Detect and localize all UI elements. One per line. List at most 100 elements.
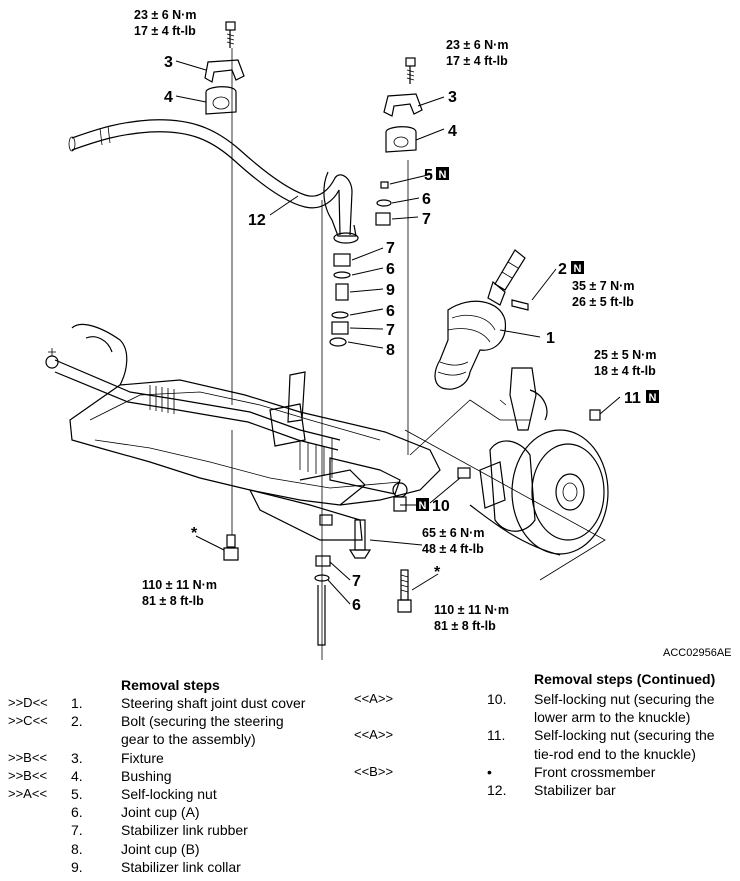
stabilizer-bar-drawing (68, 119, 359, 244)
callout-1: 1 (546, 330, 555, 347)
callout-9: 9 (386, 282, 395, 299)
n-badge-5: N (436, 167, 449, 181)
svg-text:N: N (419, 500, 427, 512)
step-number: 3. (71, 749, 83, 766)
step-text: gear to the assembly) (121, 731, 256, 748)
torque-specs: 23 ± 6 N·m 17 ± 4 ft-lb 23 ± 6 N·m 17 ± … (134, 8, 656, 633)
callout-7-top: 7 (422, 211, 431, 228)
step-number: 7. (71, 822, 83, 839)
step-number: 4. (71, 767, 83, 784)
torque-2-ftlb: 17 ± 4 ft-lb (446, 54, 508, 68)
callout-7-a: 7 (386, 240, 395, 257)
step-text: Front crossmember (534, 763, 656, 780)
callout-3-left: 3 (164, 54, 173, 71)
callout-6-bottom: 6 (352, 597, 361, 614)
torque-4-ftlb: 18 ± 4 ft-lb (594, 364, 656, 378)
torque-1-nm: 23 ± 6 N·m (134, 8, 196, 22)
torque-7-ftlb: 81 ± 8 ft-lb (434, 619, 496, 633)
callout-3-right: 3 (448, 89, 457, 106)
step-number: 6. (71, 804, 83, 821)
step-text: Fixture (121, 749, 164, 766)
step-number: 8. (71, 840, 83, 857)
step-text: Steering shaft joint dust cover (121, 695, 306, 711)
exploded-suspension-diagram: 3 4 12 3 4 5 6 7 7 6 9 6 7 8 2 1 11 10 7… (45, 8, 732, 660)
step-text: Stabilizer bar (534, 782, 616, 798)
removal-steps-title: Removal steps (121, 677, 220, 693)
figure-code: ACC02956AE (663, 647, 732, 659)
callout-7-b: 7 (386, 322, 395, 339)
crossmember-bolt-left-drawing (223, 534, 239, 561)
callout-10: 10 (432, 498, 450, 515)
callout-7-bottom: 7 (352, 573, 361, 590)
stabilizer-link-stack-drawing (329, 253, 351, 347)
torque-3-ftlb: 26 ± 5 ft-lb (572, 295, 634, 309)
step-mark: >>B<< (8, 749, 48, 765)
callout-4-left: 4 (164, 89, 173, 106)
step-text: Self-locking nut (securing the (534, 691, 715, 707)
torque-2-nm: 23 ± 6 N·m (446, 38, 508, 52)
asterisk-right: * (434, 564, 441, 581)
step-text: Stabilizer link rubber (121, 822, 248, 839)
right-fixture-bushing-drawing (375, 57, 423, 226)
step-text: Bolt (securing the steering (121, 713, 284, 730)
callouts: 3 4 12 3 4 5 6 7 7 6 9 6 7 8 2 1 11 10 7… (164, 54, 641, 614)
torque-4-nm: 25 ± 5 N·m (594, 348, 656, 362)
step-text: Self-locking nut (securing the (534, 727, 715, 744)
crossmember-bolt-right-drawing (397, 569, 412, 613)
n-badge-10: N (416, 498, 429, 512)
removal-steps-continued-title: Removal steps (Continued) (534, 671, 716, 687)
step-number: • (487, 763, 492, 780)
stabilizer-link-bottom-drawing (314, 200, 331, 660)
step-mark: >>C<< (8, 713, 48, 729)
step-text: Self-locking nut (121, 786, 217, 802)
step-text: Stabilizer link collar (121, 858, 241, 875)
callout-12: 12 (248, 212, 266, 229)
leader-lines (175, 60, 621, 605)
knuckle-hub-brake-drawing (457, 367, 609, 556)
svg-text:N: N (649, 392, 657, 404)
asterisk-left: * (191, 525, 198, 542)
n-badge-2: N (571, 261, 584, 275)
step-text: lower arm to the knuckle) (534, 709, 691, 726)
step-mark: <<B>> (354, 763, 394, 779)
callout-8: 8 (386, 342, 395, 359)
step-text: Joint cup (B) (121, 840, 200, 857)
svg-text:N: N (574, 263, 582, 275)
torque-3-nm: 35 ± 7 N·m (572, 279, 634, 293)
step-text: Bushing (121, 767, 172, 784)
step-mark: >>A<< (8, 786, 48, 801)
step-number: 1. (71, 695, 83, 711)
step-mark: >>D<< (8, 695, 48, 710)
steering-joint-and-dust-cover-drawing (434, 249, 529, 390)
callout-11: 11 (624, 390, 641, 407)
n-badge-11: N (646, 390, 659, 404)
step-number: 5. (71, 786, 83, 802)
callout-6-a: 6 (386, 261, 395, 278)
torque-6-nm: 110 ± 11 N·m (142, 578, 217, 592)
step-mark: <<A>> (354, 727, 394, 743)
callout-6-top: 6 (422, 191, 431, 208)
callout-5: 5 (424, 167, 433, 184)
step-number: 11. (487, 727, 506, 744)
removal-steps-right: Removal steps (Continued) <<A>> 10. Self-l… (354, 670, 738, 820)
torque-5-nm: 65 ± 6 N·m (422, 526, 484, 540)
torque-1-ftlb: 17 ± 4 ft-lb (134, 24, 196, 38)
step-mark: <<A>> (354, 691, 394, 706)
callout-4-right: 4 (448, 123, 457, 140)
callout-6-b: 6 (386, 303, 395, 320)
step-number: 2. (71, 713, 83, 730)
step-mark: >>B<< (8, 767, 48, 783)
crossmember-and-steering-gear-drawing (45, 323, 441, 559)
torque-5-ftlb: 48 ± 4 ft-lb (422, 542, 484, 556)
torque-6-ftlb: 81 ± 8 ft-lb (142, 594, 204, 608)
removal-steps-left: Removal steps >>D<< 1. Steering shaft join… (8, 676, 353, 881)
step-number: 10. (487, 691, 507, 707)
step-text: tie-rod end to the knuckle) (534, 745, 696, 762)
left-fixture-bushing-drawing (204, 21, 245, 115)
svg-text:N: N (439, 169, 447, 181)
torque-7-nm: 110 ± 11 N·m (434, 603, 509, 617)
step-number: 12. (487, 782, 507, 798)
callout-2: 2 (558, 261, 567, 278)
step-text: Joint cup (A) (121, 804, 200, 821)
step-number: 9. (71, 858, 83, 875)
